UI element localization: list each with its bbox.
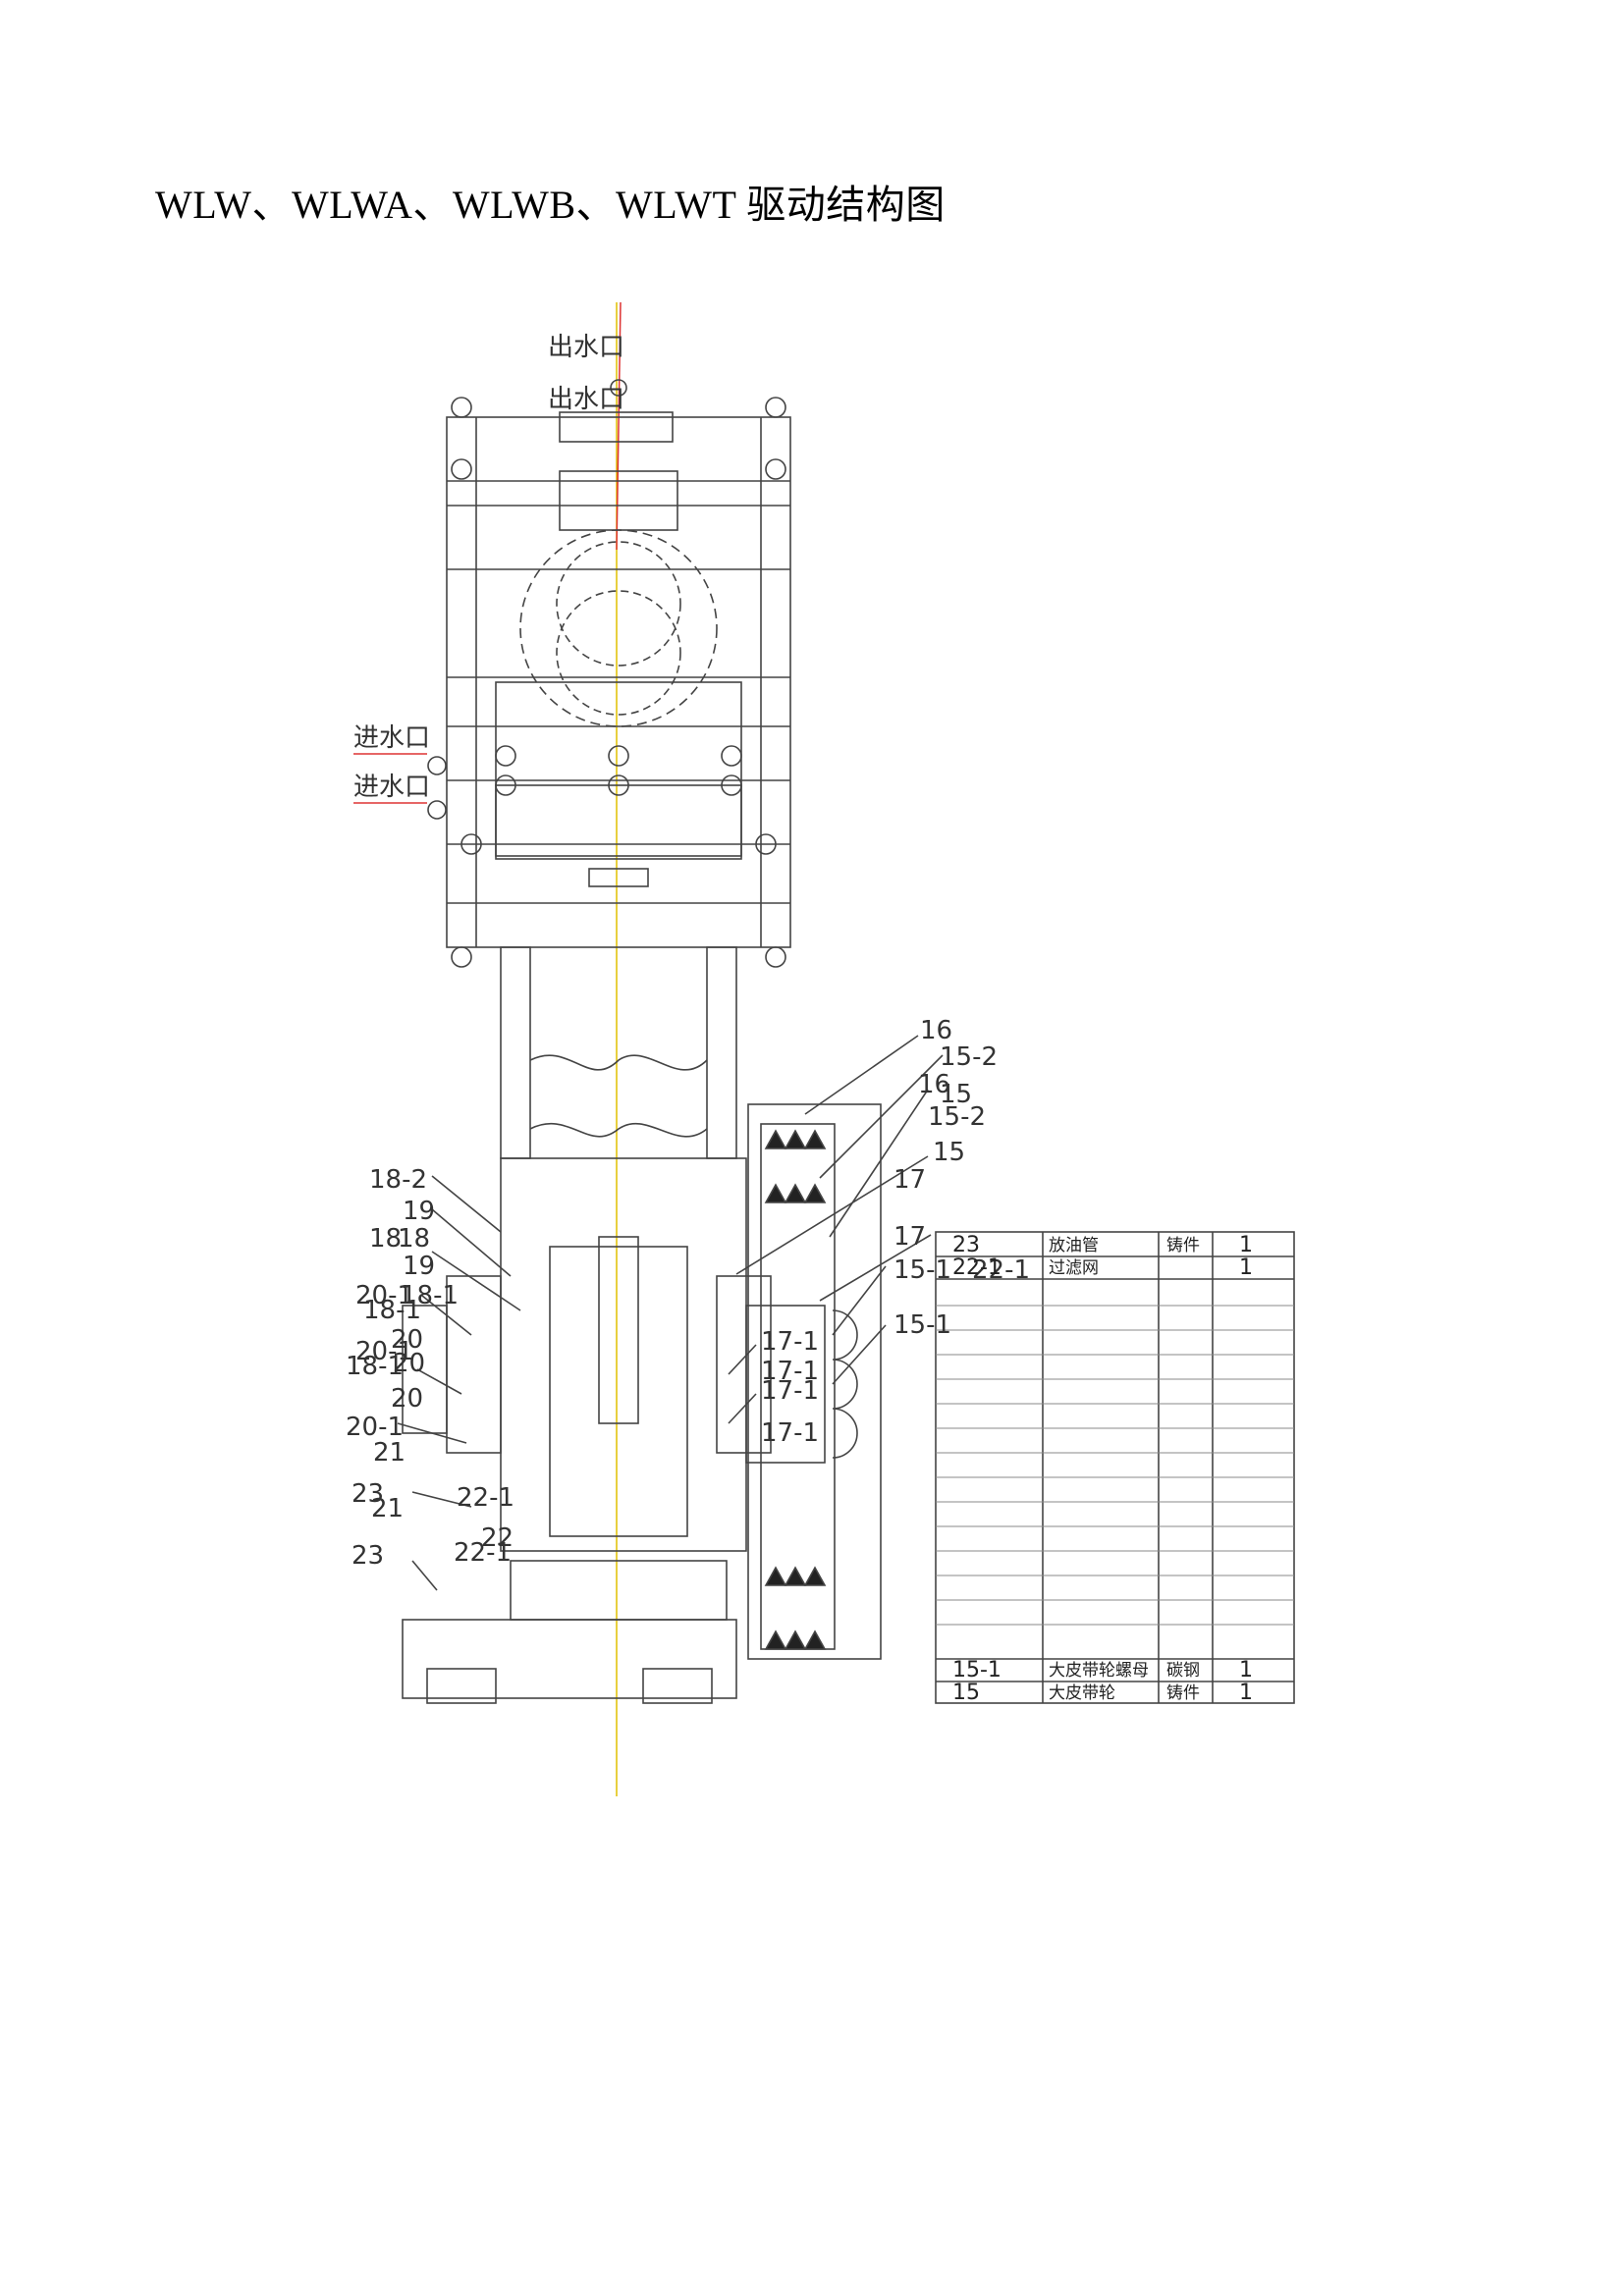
callout-right: 17-1 [761,1357,819,1386]
table-row-name: 大皮带轮螺母 [1049,1661,1149,1681]
outlet-axis-line [616,301,622,551]
callout-left: 22-1 [454,1538,512,1568]
page-title: WLW、WLWA、WLWB、WLWT 驱动结构图 [155,183,946,227]
callout-left: 18-1 [363,1296,421,1325]
callout-right: 16 [920,1016,952,1045]
outlet-label-2: 出水口 [548,385,624,414]
callout-left: 22-1 [457,1483,514,1513]
upper-valve-circle [556,541,681,667]
crankcase [500,1157,747,1552]
callout-right: 15-2 [928,1102,986,1132]
callout-left: 20-1 [355,1281,413,1310]
callout-right: 17-1 [761,1418,819,1448]
callout-right: 17-1 [761,1376,819,1406]
table-row-no: 23 [952,1233,980,1257]
outlet-flange [559,411,674,443]
callout-left: 20-1 [355,1337,413,1366]
crosshead [549,1246,688,1537]
table-row-no: 15-1 [952,1658,1001,1682]
belt-guard [747,1103,882,1660]
callout-right: 15-1 [893,1255,951,1285]
callout-right: 17 [893,1222,926,1252]
table-row-no: 22-1 [952,1255,1001,1280]
callout-right: 22-1 [972,1255,1030,1285]
table-row-name: 放油管 [1049,1236,1099,1255]
callout-left: 20-1 [346,1413,404,1442]
callout-left: 20 [393,1349,425,1378]
callout-right: 15-1 [893,1310,951,1340]
callout-right: 17 [893,1165,926,1195]
inlet-label-1: 进水口 [353,723,430,753]
table-row-qty: 1 [1239,1233,1253,1257]
table-row-material: 铸件 [1166,1236,1200,1255]
outlet-label-1: 出水口 [548,333,624,362]
callout-right: 15-2 [940,1042,998,1072]
callout-left: 18-2 [369,1165,427,1195]
callout-left: 18 [398,1224,430,1254]
callout-right: 16 [918,1070,950,1099]
callout-left: 23 [352,1479,384,1509]
base-frame [402,1619,737,1699]
table-row-qty: 1 [1239,1255,1253,1280]
callout-right: 17-1 [761,1327,819,1357]
table-row-qty: 1 [1239,1658,1253,1682]
callout-left: 21 [371,1494,404,1523]
pump-head-body [446,416,791,948]
callout-left: 21 [373,1438,406,1468]
parts-table [935,1231,1295,1704]
callout-left: 19 [403,1197,435,1226]
table-row-material: 碳钢 [1166,1661,1200,1681]
lower-valve-circle [556,590,681,716]
table-row-material: 铸件 [1166,1683,1200,1703]
inlet-label-2: 进水口 [353,773,430,802]
callout-left: 18-1 [401,1281,459,1310]
table-row-qty: 1 [1239,1681,1253,1705]
callout-right: 15 [940,1080,972,1109]
callout-left: 20 [391,1325,423,1355]
valve-block [495,681,742,860]
table-row-no: 15 [952,1681,980,1705]
callout-left: 20 [391,1384,423,1414]
table-row-name: 过滤网 [1049,1258,1099,1278]
table-row-name: 大皮带轮 [1049,1683,1115,1703]
callout-left: 22 [481,1523,514,1553]
callout-left: 19 [403,1252,435,1281]
callout-left: 23 [352,1541,384,1571]
callout-left: 18-1 [346,1352,404,1381]
callout-left: 18 [369,1224,402,1254]
callout-right: 15 [933,1138,965,1167]
